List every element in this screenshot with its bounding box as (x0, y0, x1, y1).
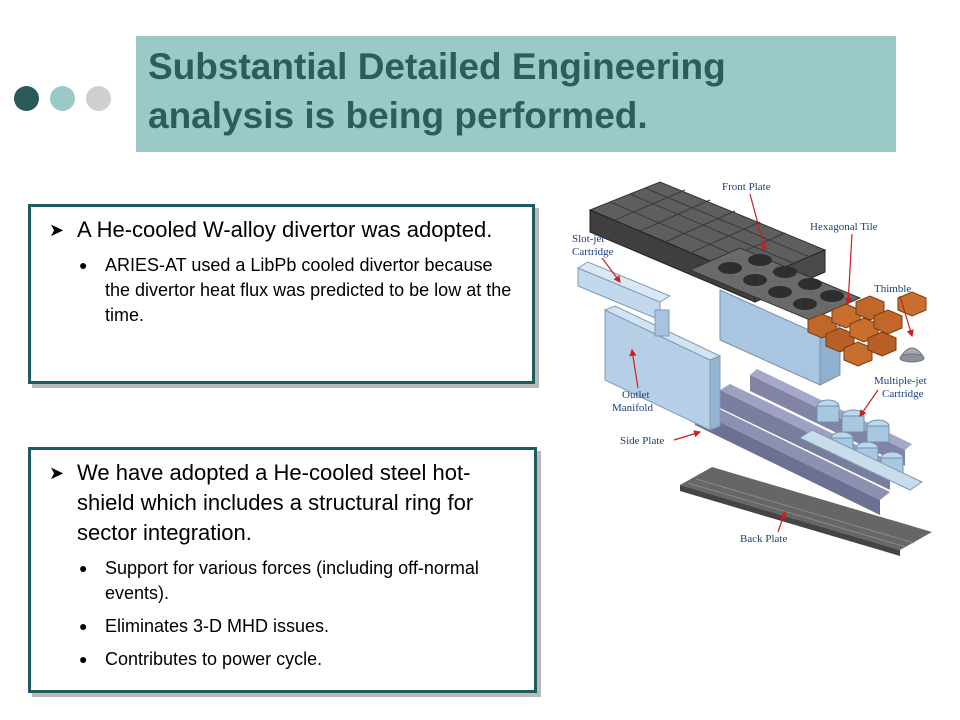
label-multiple-jet-line-2: Cartridge (882, 388, 924, 400)
hot-shield-text-box: ➤ We have adopted a He-cooled steel hot-… (28, 447, 537, 693)
sub-bullet: ● Support for various forces (including … (79, 556, 520, 606)
sub-bullet: ● Contributes to power cycle. (79, 647, 520, 672)
slot-jet-cartridge-part (576, 261, 672, 337)
sub-bullet-text: Eliminates 3-D MHD issues. (105, 616, 330, 636)
sub-bullet: ● ARIES-AT used a LibPb cooled divertor … (79, 253, 518, 328)
hexagonal-tile-part (807, 291, 927, 367)
label-side-plate: Side Plate (620, 435, 664, 447)
divertor-text-box: ➤ A He-cooled W-alloy divertor was adopt… (28, 204, 535, 384)
dot-gray (86, 86, 111, 111)
sub-bullet: ● Eliminates 3-D MHD issues. (79, 614, 520, 639)
main-bullet-text: We have adopted a He-cooled steel hot-sh… (77, 460, 474, 545)
sub-bullet-text: ARIES-AT used a LibPb cooled divertor be… (105, 255, 512, 325)
divertor-exploded-diagram: Front Plate Slot-jet Cartridge Hexagonal… (560, 170, 950, 570)
bullet-dot-icon: ● (79, 651, 88, 667)
arrow-bullet-icon: ➤ (49, 220, 65, 240)
slide-title-line-2: analysis is being performed. (148, 95, 648, 136)
label-slot-jet-line-1: Slot-jet (572, 233, 604, 245)
multiple-jet-cartridge-part (798, 399, 924, 491)
main-bullet-text: A He-cooled W-alloy divertor was adopted… (77, 217, 493, 242)
bullet-dot-icon: ● (79, 560, 88, 576)
main-bullet: ➤ A He-cooled W-alloy divertor was adopt… (49, 215, 518, 245)
sub-bullet-text: Support for various forces (including of… (105, 558, 479, 603)
front-plate-part (588, 181, 862, 321)
bullet-dot-icon: ● (79, 257, 88, 273)
divertor-diagram-svg: Front Plate Slot-jet Cartridge Hexagonal… (572, 181, 932, 556)
dot-dark (14, 86, 39, 111)
label-outlet-line-2: Manifold (612, 402, 653, 414)
label-outlet-line-1: Outlet (622, 389, 650, 401)
sub-bullet-list: ● Support for various forces (including … (49, 556, 520, 672)
label-multiple-jet-line-1: Multiple-jet (874, 375, 927, 387)
thimble-part (899, 347, 925, 363)
label-thimble: Thimble (874, 283, 911, 295)
sub-bullet-text: Contributes to power cycle. (105, 649, 323, 669)
decorative-dots (14, 86, 111, 111)
slide-title-line-1: Substantial Detailed Engineering (148, 46, 726, 87)
label-back-plate: Back Plate (740, 533, 787, 545)
arrow-bullet-icon: ➤ (49, 463, 65, 483)
sub-bullet-list: ● ARIES-AT used a LibPb cooled divertor … (49, 253, 518, 328)
dot-teal (50, 86, 75, 111)
label-front-plate: Front Plate (722, 181, 771, 193)
main-bullet: ➤ We have adopted a He-cooled steel hot-… (49, 458, 520, 548)
title-bar: Substantial Detailed Engineering analysi… (136, 36, 896, 152)
diagram-labels: Front Plate Slot-jet Cartridge Hexagonal… (572, 181, 927, 545)
bullet-dot-icon: ● (79, 618, 88, 634)
label-slot-jet-line-2: Cartridge (572, 246, 614, 258)
label-hexagonal-tile: Hexagonal Tile (810, 221, 878, 233)
back-plate-part (680, 467, 932, 556)
